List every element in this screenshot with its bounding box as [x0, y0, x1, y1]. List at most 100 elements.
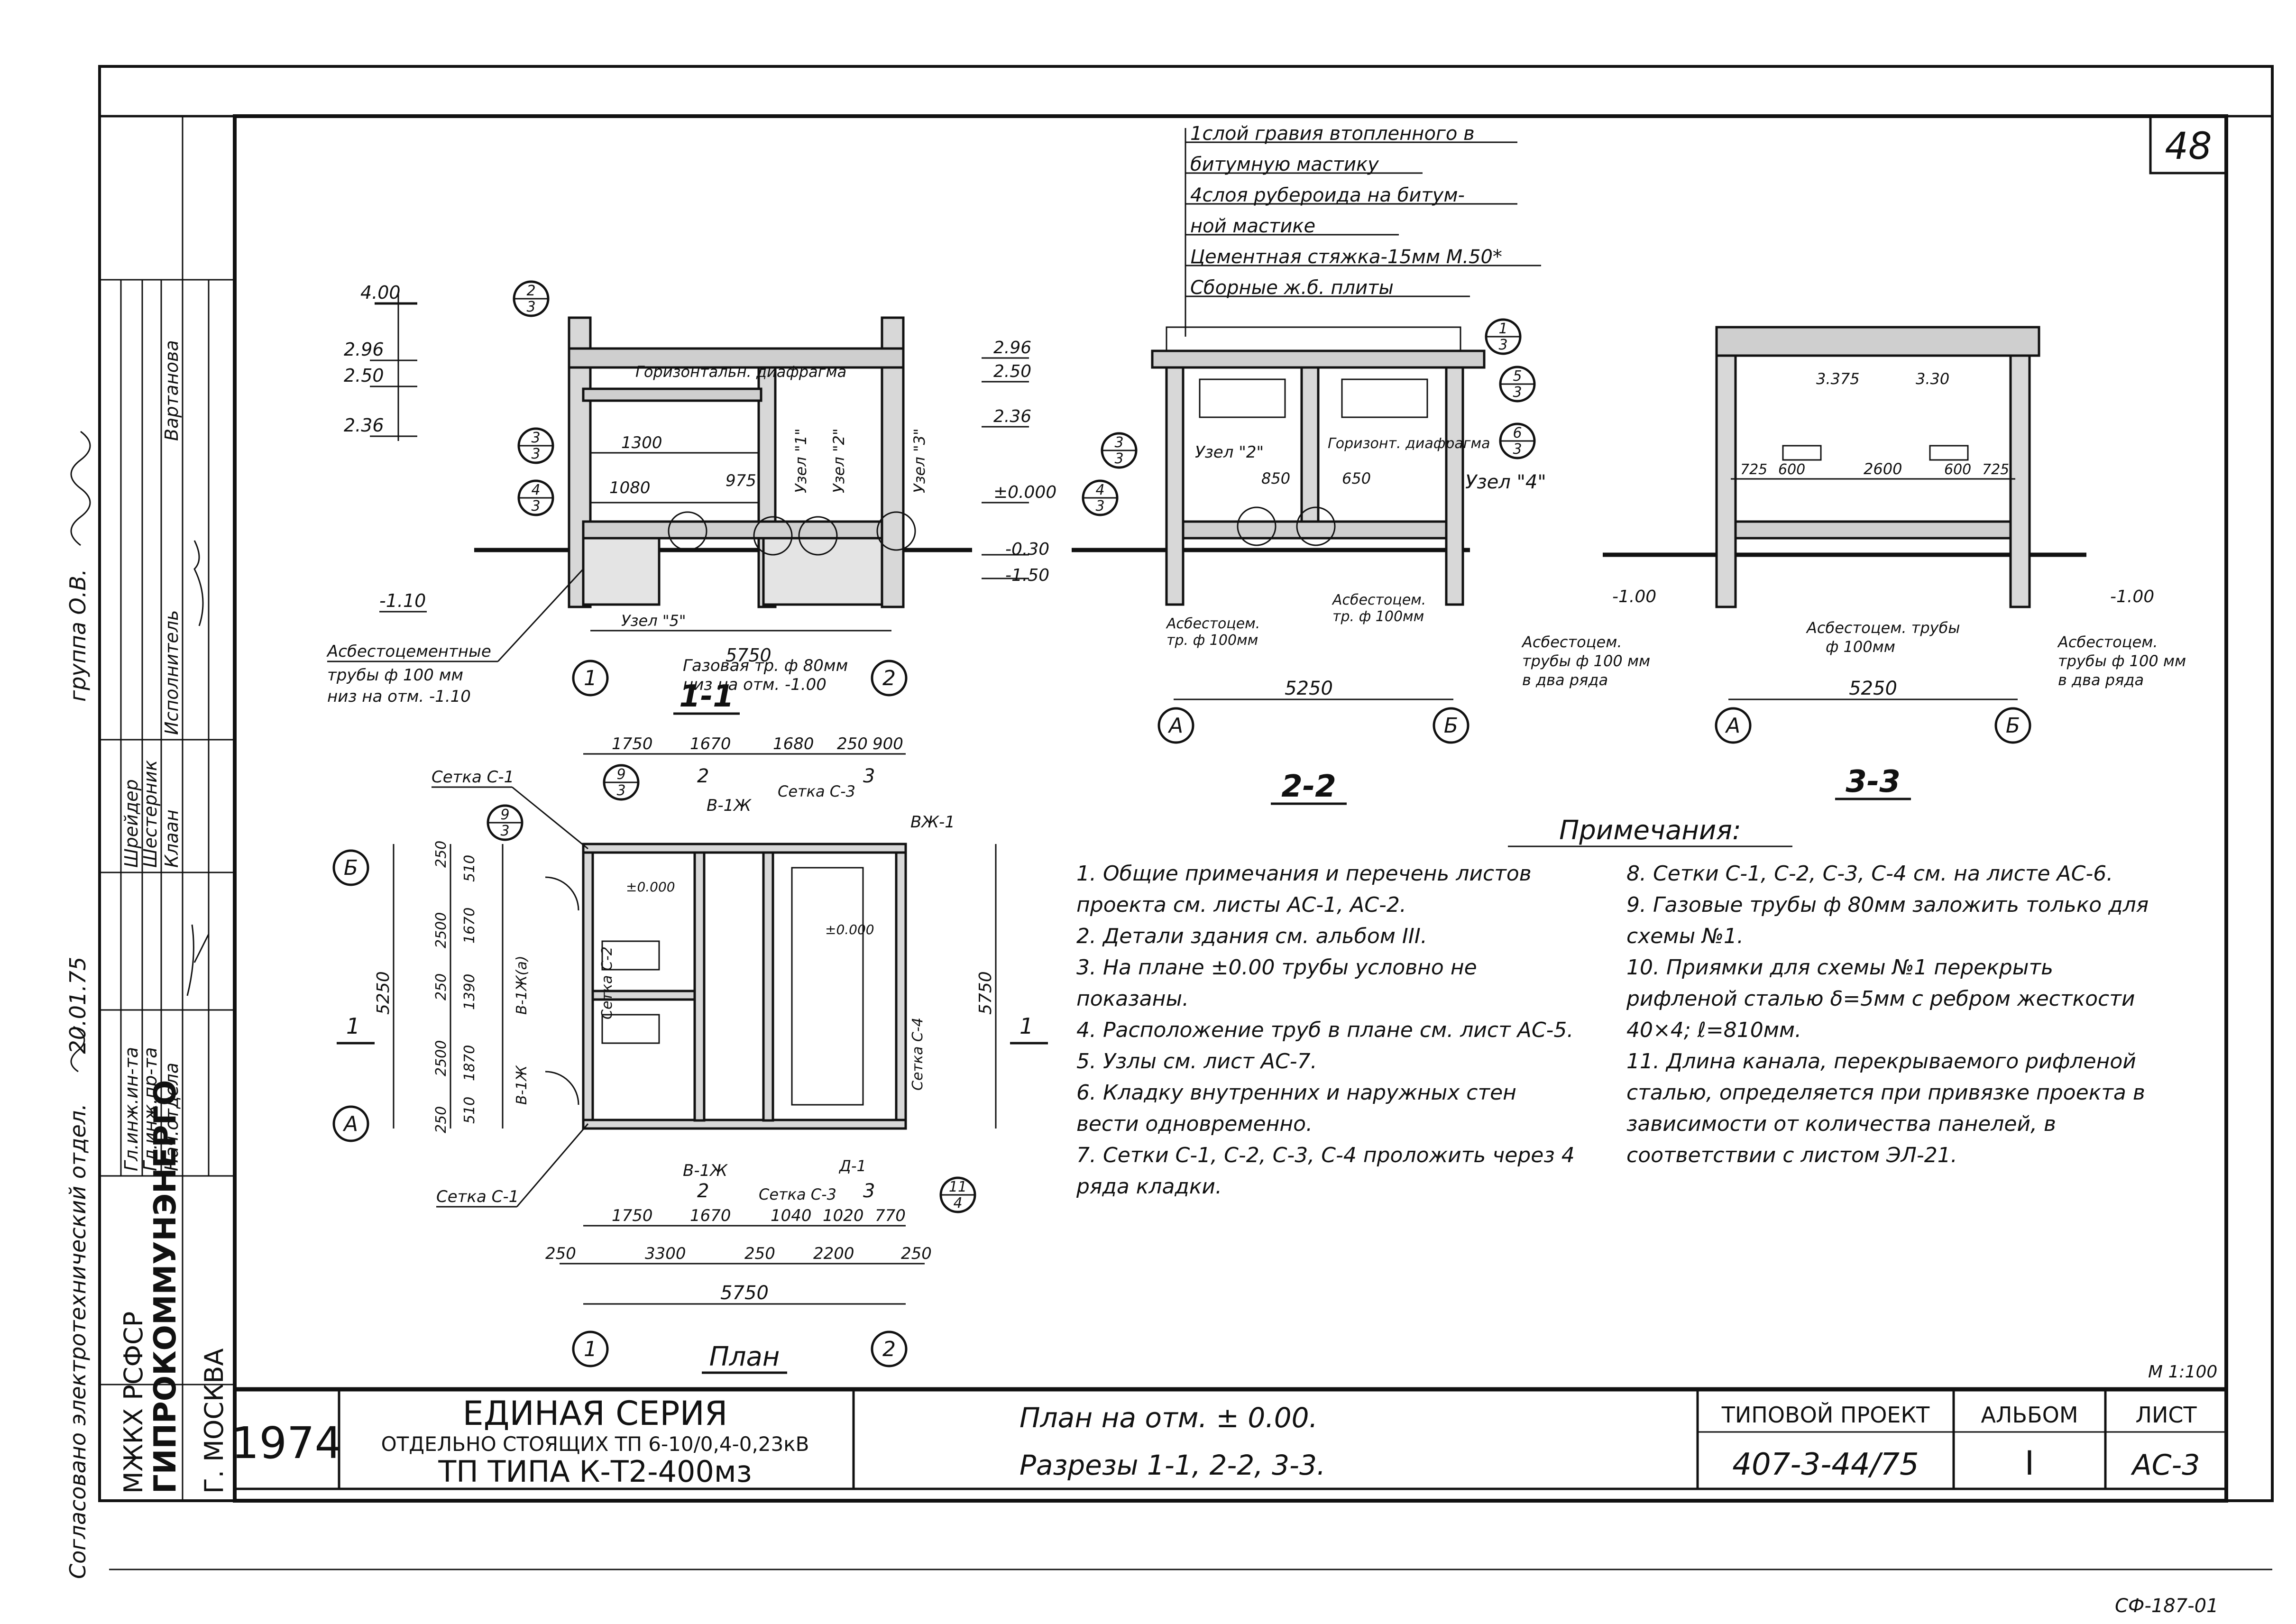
- mark-3-num: 3: [1114, 434, 1123, 451]
- section-title-2-2: 2-2: [1281, 769, 1336, 804]
- section-title-3-3: 3-3: [1846, 764, 1901, 799]
- top-dim-3: 1680: [773, 734, 814, 753]
- roof-layer-1: 1слой гравия втопленного в: [1190, 123, 1475, 145]
- note-b-3: в два ряда: [2058, 671, 2144, 689]
- stamp-name-1: Шрейдер: [121, 779, 142, 868]
- mark-2-num: 2: [526, 283, 535, 299]
- label-node-5: Узел "5": [621, 612, 686, 630]
- level-minus-0-30: -0.30: [1005, 540, 1049, 559]
- level-minus-1-00-b: -1.00: [2110, 587, 2154, 606]
- axis-a-label: А: [1725, 714, 1740, 738]
- plan-axis-b: Б: [344, 856, 358, 880]
- roof-layers-callout: 1слой гравия втопленного в битумную маст…: [1185, 123, 1541, 337]
- mark-6-sheet: 3: [1513, 441, 1522, 458]
- dim-600-b: 600: [1944, 461, 1971, 478]
- axis-a-label: А: [1167, 714, 1183, 738]
- cut-mark-3-bottom: 3: [863, 1180, 875, 1202]
- plan-mark-11-num: 11: [949, 1179, 967, 1195]
- level-2-50: 2.50: [344, 365, 384, 386]
- drawing-frame: [233, 114, 2228, 1503]
- sheet-label: ЛИСТ: [2135, 1402, 2197, 1428]
- note-gas-pipe: Газовая тр. ф 80мм: [683, 656, 848, 675]
- album-number: I: [2025, 1444, 2035, 1483]
- roof-layer-4: ной мастике: [1190, 215, 1315, 237]
- title-series-sub: ОТДЕЛЬНО СТОЯЩИХ ТП 6-10/0,4-0,23кВ: [381, 1432, 809, 1456]
- note-item-3: 3. На плане ±0.00 трубы условно не показ…: [1076, 955, 1477, 1011]
- notes-block: Примечания:: [1508, 815, 1792, 847]
- title-series: ЕДИНАЯ СЕРИЯ: [462, 1394, 727, 1433]
- label-mesh-c3-top: Сетка С-3: [778, 782, 855, 800]
- left-dim-4: 2500: [433, 1040, 450, 1076]
- note-item-9: 9. Газовые трубы ф 80мм заложить только …: [1626, 893, 2149, 948]
- roof-layer-3: 4слоя рубероида на битум-: [1190, 184, 1465, 206]
- stamp-role-1: Гл.инж.ин-та: [121, 1047, 142, 1171]
- label-door-a: В-1Ж(а): [514, 955, 530, 1015]
- label-d1: Д-1: [838, 1157, 866, 1175]
- cut-mark-2-bottom: 2: [697, 1180, 709, 1202]
- level-3-30: 3.30: [1916, 370, 1949, 388]
- level-3-375: 3.375: [1816, 370, 1860, 388]
- sheet-code: АС-3: [2131, 1449, 2200, 1482]
- bottom-dim-5: 770: [875, 1206, 906, 1225]
- notes-left-column: 1. Общие примечания и перечень листов пр…: [1076, 858, 1579, 1202]
- bottom2-dim-3: 250: [744, 1244, 775, 1263]
- dim-5250: 5250: [1849, 678, 1897, 699]
- axis-b-label: Б: [1444, 714, 1458, 738]
- section-3-3: 3.375 3.30 -1.00 -1.00 725 600 2600 600 …: [1521, 326, 2186, 800]
- label-diaphragm: Горизонтальн. диафрагма: [635, 363, 846, 381]
- note-item-8: 8. Сетки С-1, С-2, С-3, С-4 см. на листе…: [1626, 862, 2113, 886]
- date-signature-scribble: [70, 1026, 85, 1073]
- note-asbestos-b-dia: тр. ф 100мм: [1332, 608, 1424, 625]
- section-title-1-1: 1-1: [679, 679, 734, 714]
- section-1-1: 4.00 2.96 2.50 2.36 -1.10 Горизонтальн. …: [326, 280, 972, 715]
- bottom-dim-3: 1040: [771, 1206, 812, 1225]
- stamp-name-2: Шестерник: [140, 760, 161, 868]
- note-item-5: 5. Узлы см. лист АС-7.: [1076, 1049, 1317, 1073]
- note-asbestos-a: Асбестоцем.: [1166, 615, 1260, 632]
- inner-dim-2: 1670: [461, 908, 478, 944]
- right-total-dim: 5750: [976, 971, 995, 1015]
- label-node-4: Узел "4": [1465, 471, 1546, 493]
- left-dim-2: 2500: [433, 912, 450, 948]
- level-2-96: 2.96: [344, 339, 384, 360]
- approval-date: 20.01.75: [65, 957, 91, 1054]
- dim-1080: 1080: [609, 478, 651, 497]
- stamp-name-3: Клаан: [161, 809, 182, 868]
- plan-mark-11-sheet: 4: [953, 1195, 962, 1211]
- project-label: ТИПОВОЙ ПРОЕКТ: [1721, 1402, 1930, 1428]
- level-2-36: 2.36: [993, 407, 1031, 426]
- note-b-1: Асбестоцем.: [2057, 633, 2158, 651]
- axis-b-label: Б: [2006, 714, 2020, 738]
- stamp-city: Г. МОСКВА: [199, 1349, 229, 1494]
- bottom2-dim-2: 3300: [645, 1244, 686, 1263]
- mark-2-sheet: 3: [526, 299, 535, 315]
- note-a-3: в два ряда: [1522, 671, 1608, 689]
- mark-3-num: 3: [531, 430, 540, 446]
- note-mid-2: ф 100мм: [1826, 638, 1895, 656]
- note-item-1: 1. Общие примечания и перечень листов пр…: [1076, 862, 1532, 917]
- note-item-7: 7. Сетки С-1, С-2, С-3, С-4 проложить че…: [1076, 1143, 1575, 1199]
- axis-2-label: 2: [882, 666, 896, 690]
- label-level-a: ±0.000: [626, 879, 675, 895]
- approval-note: Согласовано электротехнический отдел. 20…: [65, 431, 91, 1579]
- level-0-000: ±0.000: [993, 483, 1056, 502]
- mark-6-num: 6: [1513, 425, 1522, 441]
- notes-right-column: 8. Сетки С-1, С-2, С-3, С-4 см. на листе…: [1626, 858, 2158, 1171]
- top-dim-1: 1750: [612, 734, 653, 753]
- mark-1-num: 1: [1498, 321, 1507, 337]
- stamp-signatures: [186, 924, 210, 996]
- stamp-institute: ГИПРОКОММУНЭНЕРГО: [148, 1080, 183, 1494]
- label-door-top: В-1Ж: [707, 796, 752, 815]
- roof-slab: [568, 347, 905, 369]
- dim-2600: 2600: [1864, 460, 1902, 478]
- project-number: 407-3-44/75: [1732, 1447, 1919, 1482]
- sheet-number-box: [2149, 115, 2228, 174]
- signature-scribble: [70, 431, 91, 546]
- label-mesh-c2: Сетка С-2: [599, 946, 615, 1019]
- plan-mark-9b-sheet: 3: [616, 782, 625, 799]
- label-vent-vzh1: ВЖ-1: [910, 813, 955, 832]
- roof-layer-6: Сборные ж.б. плиты: [1190, 277, 1394, 299]
- cut-mark-1-left: 1: [346, 1013, 360, 1039]
- note-asbestos-dia: трубы ф 100 мм: [327, 666, 463, 685]
